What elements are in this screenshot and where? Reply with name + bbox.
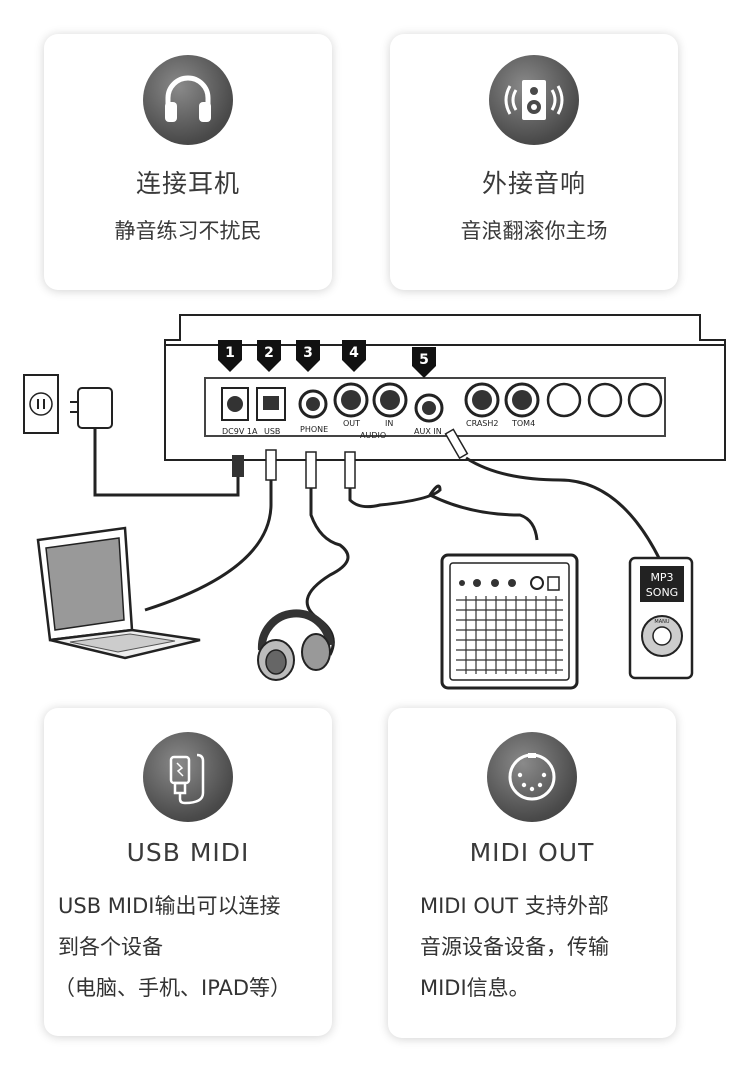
card-body-line: MIDI OUT 支持外部 (420, 894, 609, 918)
laptop-icon (36, 526, 201, 660)
card-subtitle: 音浪翻滚你主场 (460, 219, 608, 243)
crash2-jack (464, 382, 500, 418)
marker-3: 3 (296, 340, 320, 372)
dc-port (221, 387, 249, 421)
marker-5: 5 (412, 347, 436, 378)
port-label-usb: USB (264, 427, 280, 436)
audio-in-jack (372, 382, 408, 418)
audio-out-jack (333, 382, 369, 418)
aux-in-jack (414, 393, 444, 423)
card-body-line: 到各个设备 (58, 935, 163, 959)
card-title: 连接耳机 (135, 169, 240, 198)
marker-5-label: 5 (419, 352, 429, 368)
tom4-jack (504, 382, 540, 418)
usb-port (256, 387, 286, 421)
card-body-line: 音源设备设备，传输 (420, 935, 609, 959)
mp3-menu-label: MANU (654, 619, 669, 625)
usb-plug-icon (143, 732, 233, 822)
headphones-device-icon (257, 609, 334, 681)
usb-midi-card: USB MIDI USB MIDI输出可以连接 到各个设备 （电脑、手机、IPA… (44, 708, 332, 1036)
card-body-line: （电脑、手机、IPAD等） (54, 976, 292, 1000)
mp3-screen-line1: MP3 (650, 571, 673, 584)
card-body: MIDI OUT 支持外部 音源设备设备，传输 MIDI信息。 (420, 886, 670, 1009)
speaker-icon (489, 55, 579, 145)
port-label-in: IN (385, 419, 393, 428)
midi-din-icon (487, 732, 577, 822)
headphones-icon (143, 55, 233, 145)
port-label-phone: PHONE (300, 425, 328, 434)
card-title: MIDI OUT (469, 838, 595, 867)
wall-outlet-icon (23, 374, 59, 434)
marker-4-label: 4 (349, 345, 359, 361)
marker-4: 4 (342, 340, 366, 372)
port-label-crash2: CRASH2 (466, 419, 498, 428)
connection-diagram: DC9V 1A USB PHONE OUT IN AUDIO AUX IN CR… (23, 314, 726, 690)
port-label-out: OUT (343, 419, 360, 428)
card-subtitle: 静音练习不扰民 (114, 219, 262, 243)
mp3-player-icon: MP3 SONG MANU (628, 556, 694, 680)
card-title: USB MIDI (126, 838, 250, 867)
port-label-audio: AUDIO (360, 431, 386, 440)
marker-2: 2 (257, 340, 281, 372)
port-label-aux-in: AUX IN (414, 427, 442, 436)
trigger-jack (587, 382, 623, 418)
marker-1-label: 1 (225, 345, 235, 361)
port-label-tom4: TOM4 (511, 419, 535, 428)
trigger-jack (627, 382, 663, 418)
card-title: 外接音响 (481, 169, 586, 198)
phone-jack (298, 389, 328, 419)
midi-out-card: MIDI OUT MIDI OUT 支持外部 音源设备设备，传输 MIDI信息。 (388, 708, 676, 1038)
trigger-jack (546, 382, 582, 418)
card-body-line: USB MIDI输出可以连接 (58, 894, 281, 918)
marker-1: 1 (218, 340, 242, 372)
amplifier-icon (440, 553, 579, 690)
speaker-card: 外接音响 音浪翻滚你主场 (390, 34, 678, 290)
power-adapter-icon (70, 387, 113, 429)
card-body-line: MIDI信息。 (420, 976, 530, 1000)
marker-2-label: 2 (264, 345, 274, 361)
marker-3-label: 3 (303, 345, 313, 361)
card-body: USB MIDI输出可以连接 到各个设备 （电脑、手机、IPAD等） (54, 886, 330, 1009)
mp3-screen-line2: SONG (646, 586, 678, 599)
headphones-card: 连接耳机 静音练习不扰民 (44, 34, 332, 290)
port-label-dc: DC9V 1A (222, 427, 258, 436)
